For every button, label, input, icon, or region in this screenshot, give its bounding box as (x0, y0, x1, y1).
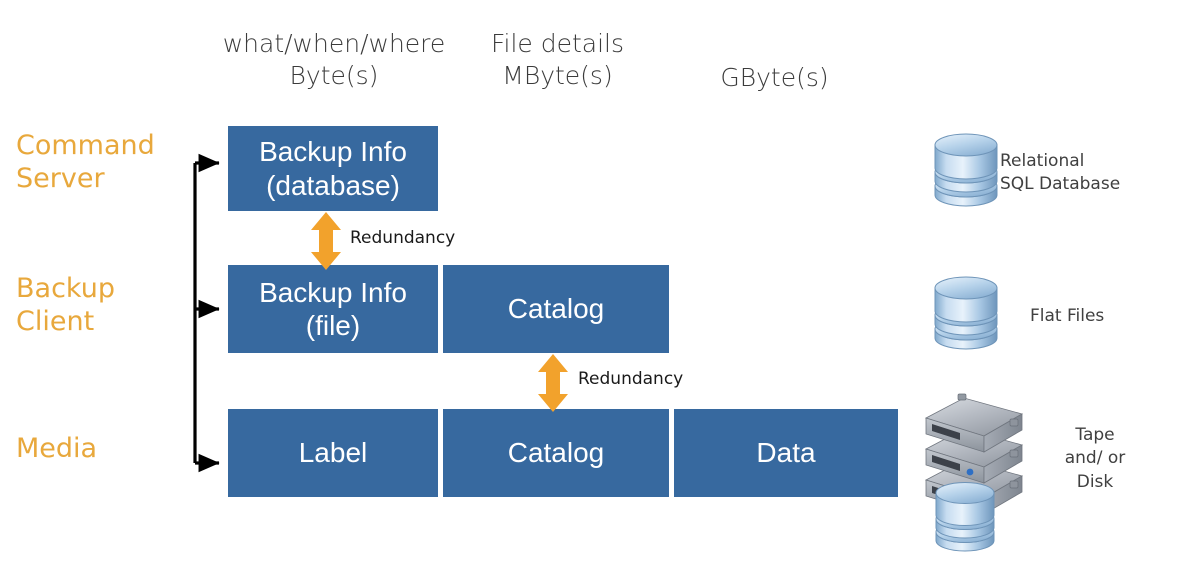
box-data[interactable]: Data (674, 409, 898, 497)
database-cylinder-icon-flat (934, 276, 998, 350)
redundancy-label-top: Redundancy (350, 228, 456, 248)
box-backup-info-database[interactable]: Backup Info (database) (228, 126, 438, 211)
column-header-bytes: what/when/where Byte(s) (222, 29, 446, 90)
role-label-command-server: Command Server (16, 130, 155, 194)
column-header-mbytes: File details MByte(s) (490, 29, 625, 90)
box-backup-info-file[interactable]: Backup Info (file) (228, 265, 438, 353)
box-catalog-media[interactable]: Catalog (443, 409, 669, 497)
database-cylinder-icon-sql (934, 133, 998, 207)
box-label[interactable]: Label (228, 409, 438, 497)
tape-drive-stack-icon (924, 393, 1024, 552)
redundancy-double-arrow-icon-top (311, 212, 341, 270)
redundancy-label-bottom: Redundancy (578, 369, 684, 389)
box-catalog-client[interactable]: Catalog (443, 265, 669, 353)
role-label-backup-client: Backup Client (16, 273, 115, 337)
storage-caption-tape: Tape and/ or Disk (1064, 425, 1126, 492)
column-header-gbytes: GByte(s) (720, 63, 829, 92)
storage-caption-flat: Flat Files (1030, 306, 1105, 326)
redundancy-double-arrow-icon-bottom (538, 354, 568, 412)
role-label-media: Media (16, 433, 98, 464)
storage-caption-sql: Relational SQL Database (1000, 151, 1121, 195)
